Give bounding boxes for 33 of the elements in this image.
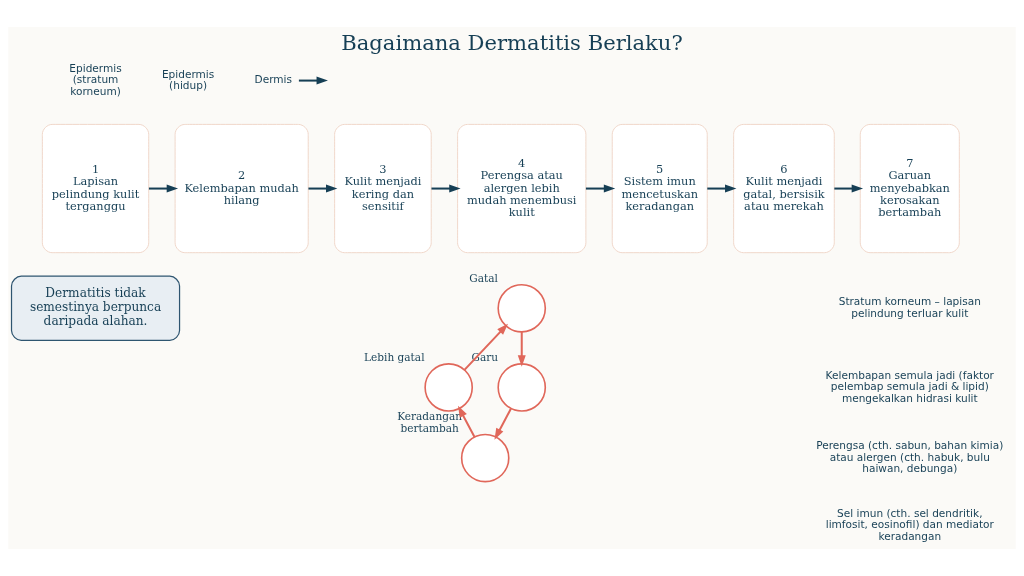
node-circle bbox=[424, 363, 474, 412]
node-box: 1 Lapisan pelindung kulit terganggu bbox=[41, 123, 150, 254]
legend-label: Stratum korneum – lapisan pelindung terluar kulit bbox=[838, 295, 981, 319]
node-label: Lebih gatal bbox=[364, 350, 425, 363]
arrow bbox=[148, 184, 179, 193]
node-label: Keradangan bertambah bbox=[397, 410, 463, 434]
label: Epidermis (stratum korneum) bbox=[69, 61, 122, 97]
arrow bbox=[298, 76, 328, 85]
legend-label: Sel imun (cth. sel dendritik, limfosit, eosinofil) dan mediator keradangan bbox=[825, 506, 994, 542]
node-text: Dermis bbox=[254, 73, 293, 86]
arrow bbox=[834, 184, 864, 193]
node-circle bbox=[497, 363, 547, 412]
arrow bbox=[308, 184, 338, 193]
node-label: Gatal bbox=[469, 271, 498, 284]
legend-label: Kelembapan semula jadi (faktor pelembap semula jadi & lipid) mengekalkan hidrasi kulit bbox=[825, 368, 994, 404]
arrow bbox=[458, 405, 476, 438]
arrow bbox=[707, 184, 737, 193]
node-box: Dermatitis tidak semestinya berpunca daripada alahan. bbox=[10, 275, 181, 341]
arrow bbox=[431, 184, 461, 193]
node-box: 2 Kelembapan mudah hilang bbox=[174, 123, 309, 254]
arrow bbox=[517, 331, 526, 367]
arrow bbox=[463, 323, 508, 371]
node-circle bbox=[460, 433, 510, 483]
label: Epidermis (hidup) bbox=[161, 67, 215, 92]
legend-label: Perengsa (cth. sabun, bahan kimia) atau alergen (cth. habuk, bulu haiwan, debunga) bbox=[816, 439, 1004, 475]
arrow bbox=[585, 184, 616, 193]
node-box: 4 Perengsa atau alergen lebih mudah menembusi kulit bbox=[457, 123, 587, 254]
node-box: 6 Kulit menjadi gatal, bersisik atau merekah bbox=[733, 123, 835, 254]
node-box: 7 Garuan menyebabkan kerosakan bertambah bbox=[859, 123, 960, 254]
node-box: 3 Kulit menjadi kering dan sensitif bbox=[334, 123, 432, 254]
node-box: 5 Sistem imun mencetuskan keradangan bbox=[611, 123, 708, 254]
arrow bbox=[494, 408, 512, 440]
diagram-title: Bagaimana Dermatitis Berlaku? bbox=[341, 30, 683, 56]
